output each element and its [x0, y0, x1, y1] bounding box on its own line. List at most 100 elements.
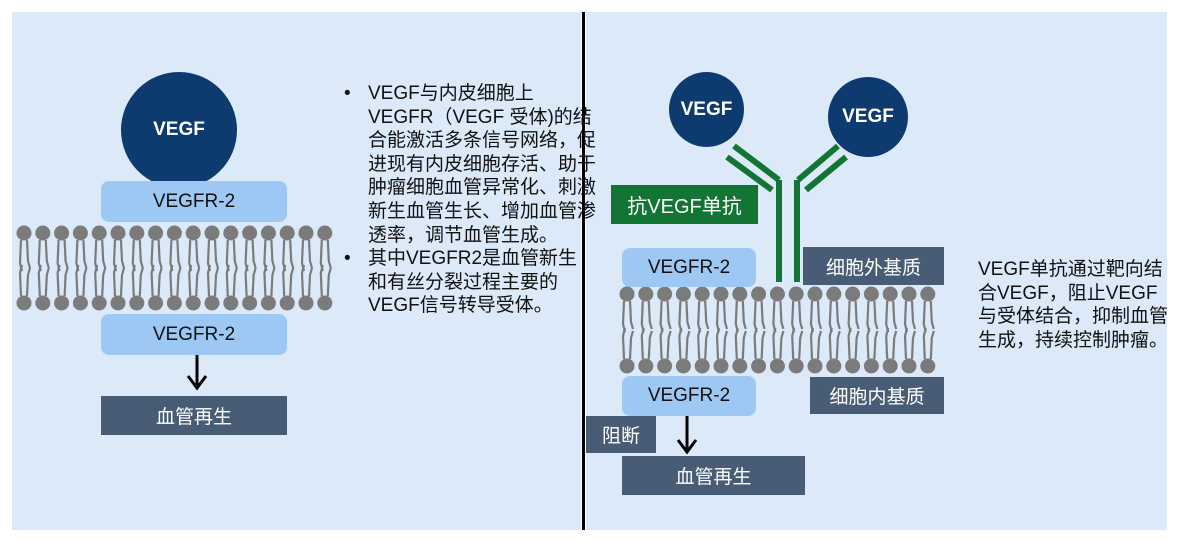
lipid-head	[732, 286, 748, 302]
lipid-head	[35, 225, 51, 241]
lipid-tail	[169, 264, 182, 297]
vegf-ligand-right: VEGF	[828, 77, 908, 157]
angiogenesis-outcome: 血管再生	[101, 396, 287, 435]
lipid-head	[148, 225, 164, 241]
lipid-tail	[753, 300, 766, 333]
lipid-tail	[828, 300, 841, 333]
lipid-tail	[56, 264, 69, 297]
lipid-head	[54, 225, 70, 241]
lipid-tail	[809, 327, 823, 360]
lipid-tail	[847, 327, 860, 360]
lipid-tail	[659, 300, 672, 333]
lipid-tail	[734, 300, 747, 333]
vegf-ligand-left: VEGF	[669, 72, 744, 147]
lipid-tail	[734, 327, 747, 360]
explanation-bullet: 其中VEGFR2是血管新生和有丝分裂过程主要的VEGF信号转导受体。	[338, 247, 596, 318]
lipid-tail	[188, 264, 201, 297]
lipid-head	[110, 295, 126, 311]
lipid-head	[713, 286, 729, 302]
lipid-head	[204, 225, 220, 241]
lipid-head	[223, 295, 239, 311]
lipid-head	[16, 225, 32, 241]
lipid-head	[148, 295, 164, 311]
lipid-tail	[885, 327, 898, 360]
vegfr2-receptor-extracellular: VEGFR-2	[101, 181, 287, 222]
lipid-tail	[866, 300, 879, 333]
lipid-head	[204, 295, 220, 311]
lipid-tail	[300, 264, 314, 297]
angiogenesis-outcome-right: 血管再生	[622, 456, 805, 495]
lipid-head	[769, 286, 785, 302]
lipid-tail	[678, 327, 691, 360]
lipid-tail	[621, 300, 635, 333]
lipid-head	[769, 358, 785, 374]
lipid-head	[242, 295, 258, 311]
lipid-tail	[847, 300, 860, 333]
lipid-head	[901, 358, 917, 374]
lipid-head	[901, 286, 917, 302]
lipid-head	[619, 286, 635, 302]
lipid-tail	[282, 264, 295, 297]
vegf-ligand: VEGF	[121, 72, 237, 188]
lipid-head	[920, 286, 936, 302]
membrane-left-icon	[16, 225, 333, 311]
lipid-tail	[866, 327, 879, 360]
lipid-head	[72, 295, 88, 311]
lipid-head	[882, 358, 898, 374]
lipid-head	[279, 295, 295, 311]
lipid-head	[845, 358, 861, 374]
lipid-tail	[131, 264, 144, 297]
lipid-tail	[640, 300, 653, 333]
lipid-head	[166, 225, 182, 241]
lipid-head	[260, 225, 276, 241]
lipid-head	[675, 358, 691, 374]
blocked-label: 阻断	[586, 416, 656, 453]
lipid-head	[638, 286, 654, 302]
lipid-tail	[37, 264, 50, 297]
lipid-head	[110, 225, 126, 241]
lipid-tail	[640, 327, 653, 360]
lipid-tail	[697, 300, 710, 333]
lipid-tail	[922, 327, 935, 360]
anti-vegf-antibody-label: 抗VEGF单抗	[611, 185, 758, 224]
lipid-tail	[828, 327, 841, 360]
lipid-head	[317, 295, 333, 311]
lipid-tail	[150, 264, 163, 297]
extracellular-matrix-label: 细胞外基质	[803, 247, 944, 285]
lipid-head	[279, 225, 295, 241]
intracellular-matrix-label: 细胞内基质	[810, 377, 944, 414]
lipid-head	[638, 358, 654, 374]
lipid-head	[751, 286, 767, 302]
lipid-tail	[263, 264, 276, 297]
lipid-head	[694, 286, 710, 302]
antibody-icon	[725, 143, 848, 282]
lipid-tail	[772, 300, 785, 333]
lipid-head	[35, 295, 51, 311]
lipid-tail	[18, 264, 32, 297]
lipid-head	[91, 295, 107, 311]
vegfr2-receptor-extracellular-right: VEGFR-2	[622, 248, 756, 287]
lipid-tail	[75, 264, 88, 297]
lipid-head	[317, 225, 333, 241]
lipid-head	[826, 286, 842, 302]
vegfr2-receptor-intracellular: VEGFR-2	[101, 314, 287, 355]
mechanism-note: VEGF单抗通过靶向结合VEGF，阻止VEGF与受体结合，抑制血管生成，持续控制…	[978, 259, 1169, 351]
lipid-head	[298, 225, 314, 241]
lipid-head	[166, 295, 182, 311]
lipid-head	[863, 358, 879, 374]
lipid-tail	[809, 300, 823, 333]
lipid-head	[713, 358, 729, 374]
membrane-right-icon	[619, 286, 936, 374]
lipid-tail	[319, 264, 332, 297]
lipid-head	[807, 286, 823, 302]
lipid-tail	[903, 300, 917, 333]
lipid-head	[298, 295, 314, 311]
explanation-list: VEGF与内皮细胞上VEGFR（VEGF 受体)的结合能激活多条信号网络，促进现…	[338, 82, 596, 318]
arrow-down-icon	[186, 353, 208, 391]
lipid-tail	[791, 327, 804, 360]
arrow-down-icon-right	[676, 414, 698, 455]
lipid-head	[16, 295, 32, 311]
lipid-head	[657, 358, 673, 374]
lipid-head	[845, 286, 861, 302]
lipid-head	[863, 286, 879, 302]
